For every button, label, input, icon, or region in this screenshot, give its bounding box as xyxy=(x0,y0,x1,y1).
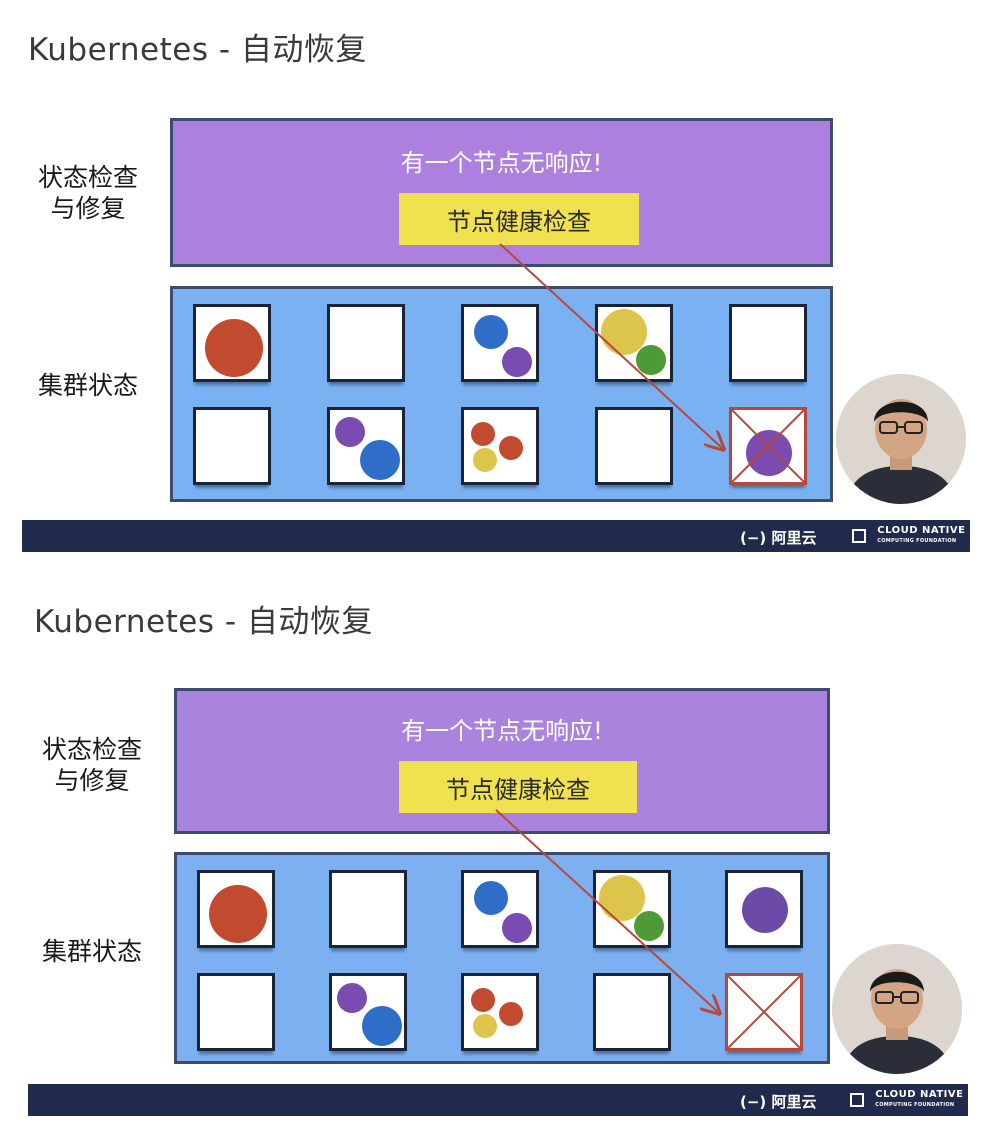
node-10 xyxy=(725,973,803,1051)
node-8 xyxy=(461,407,539,485)
pod-purple xyxy=(502,913,532,943)
node-4 xyxy=(593,870,671,948)
failed-node-x-icon xyxy=(732,410,804,482)
node-health-check-box: 节点健康检查 xyxy=(399,193,639,245)
pod-green xyxy=(634,911,664,941)
footer-bar: (−) 阿里云 CLOUD NATIVE COMPUTING FOUNDATIO… xyxy=(22,520,970,552)
cncf-logo: CLOUD NATIVE COMPUTING FOUNDATION xyxy=(850,1090,963,1110)
alert-text: 有一个节点无响应! xyxy=(401,717,603,745)
pod-red-small xyxy=(499,1002,523,1026)
node-9 xyxy=(593,973,671,1051)
node-4 xyxy=(595,304,673,382)
node-8 xyxy=(461,973,539,1051)
slide-before: Kubernetes - 自动恢复 有一个节点无响应! 节点健康检查 状态检查 … xyxy=(22,32,970,552)
presenter-avatar-icon xyxy=(836,374,966,504)
cncf-logo-icon xyxy=(850,1093,864,1107)
aliyun-logo-text: 阿里云 xyxy=(771,1093,817,1111)
node-7 xyxy=(327,407,405,485)
pod-red-small xyxy=(499,436,523,460)
aliyun-logo: (−) 阿里云 xyxy=(740,1091,817,1112)
pod-red-large xyxy=(205,319,263,377)
footer-bar: (−) 阿里云 CLOUD NATIVE COMPUTING FOUNDATIO… xyxy=(28,1084,968,1116)
health-check-label: 状态检查 与修复 xyxy=(28,162,148,224)
node-10 xyxy=(729,407,807,485)
pod-purple xyxy=(337,983,367,1013)
pod-yellow-small xyxy=(473,1014,497,1038)
cluster-state-panel xyxy=(170,286,833,502)
slide-title: Kubernetes - 自动恢复 xyxy=(28,32,367,68)
pod-red-small xyxy=(471,988,495,1012)
cluster-state-panel xyxy=(174,852,830,1064)
node-1 xyxy=(193,304,271,382)
node-2 xyxy=(329,870,407,948)
presenter-avatar-icon xyxy=(832,944,962,1074)
pod-blue xyxy=(360,440,400,480)
aliyun-logo-icon: (−) xyxy=(740,1093,767,1111)
pod-purple xyxy=(746,430,792,476)
node-2 xyxy=(327,304,405,382)
health-check-label-text: 状态检查 与修复 xyxy=(41,735,142,795)
pod-red-large xyxy=(209,885,267,943)
node-6 xyxy=(193,407,271,485)
pod-green xyxy=(636,345,666,375)
node-3 xyxy=(461,304,539,382)
aliyun-logo-text: 阿里云 xyxy=(771,529,817,547)
cncf-line2: COMPUTING FOUNDATION xyxy=(875,1102,955,1108)
failed-node-x-icon xyxy=(728,976,800,1048)
node-health-check-box: 节点健康检查 xyxy=(399,761,637,813)
cncf-logo-text: CLOUD NATIVE COMPUTING FOUNDATION xyxy=(875,1090,963,1110)
cncf-logo-text: CLOUD NATIVE COMPUTING FOUNDATION xyxy=(877,526,965,546)
node-3 xyxy=(461,870,539,948)
health-check-label-text: 状态检查 与修复 xyxy=(37,163,138,223)
health-check-label: 状态检查 与修复 xyxy=(32,734,152,796)
pod-purple-recovered xyxy=(742,887,788,933)
aliyun-logo-icon: (−) xyxy=(740,529,767,547)
cncf-line2: COMPUTING FOUNDATION xyxy=(877,538,957,544)
health-check-panel: 有一个节点无响应! 节点健康检查 xyxy=(174,688,830,834)
aliyun-logo: (−) 阿里云 xyxy=(740,527,817,548)
cncf-line1: CLOUD NATIVE xyxy=(877,525,966,536)
node-5 xyxy=(729,304,807,382)
pod-blue xyxy=(362,1006,402,1046)
cncf-logo: CLOUD NATIVE COMPUTING FOUNDATION xyxy=(852,526,965,546)
node-6 xyxy=(197,973,275,1051)
cncf-logo-icon xyxy=(852,529,866,543)
cluster-state-label: 集群状态 xyxy=(37,371,138,400)
slide-after: Kubernetes - 自动恢复 有一个节点无响应! 节点健康检查 状态检查 … xyxy=(0,564,996,1128)
node-7 xyxy=(329,973,407,1051)
alert-text: 有一个节点无响应! xyxy=(400,149,603,177)
pod-purple xyxy=(502,347,532,377)
cluster-state-label: 集群状态 xyxy=(41,937,142,966)
node-1 xyxy=(197,870,275,948)
pod-red-small xyxy=(471,422,495,446)
pod-yellow-small xyxy=(473,448,497,472)
health-check-panel: 有一个节点无响应! 节点健康检查 xyxy=(170,118,833,267)
node-5 xyxy=(725,870,803,948)
pod-blue xyxy=(474,315,508,349)
slide-title: Kubernetes - 自动恢复 xyxy=(34,604,373,640)
pod-blue xyxy=(474,881,508,915)
cncf-line1: CLOUD NATIVE xyxy=(875,1089,964,1100)
pod-purple xyxy=(335,417,365,447)
node-9 xyxy=(595,407,673,485)
